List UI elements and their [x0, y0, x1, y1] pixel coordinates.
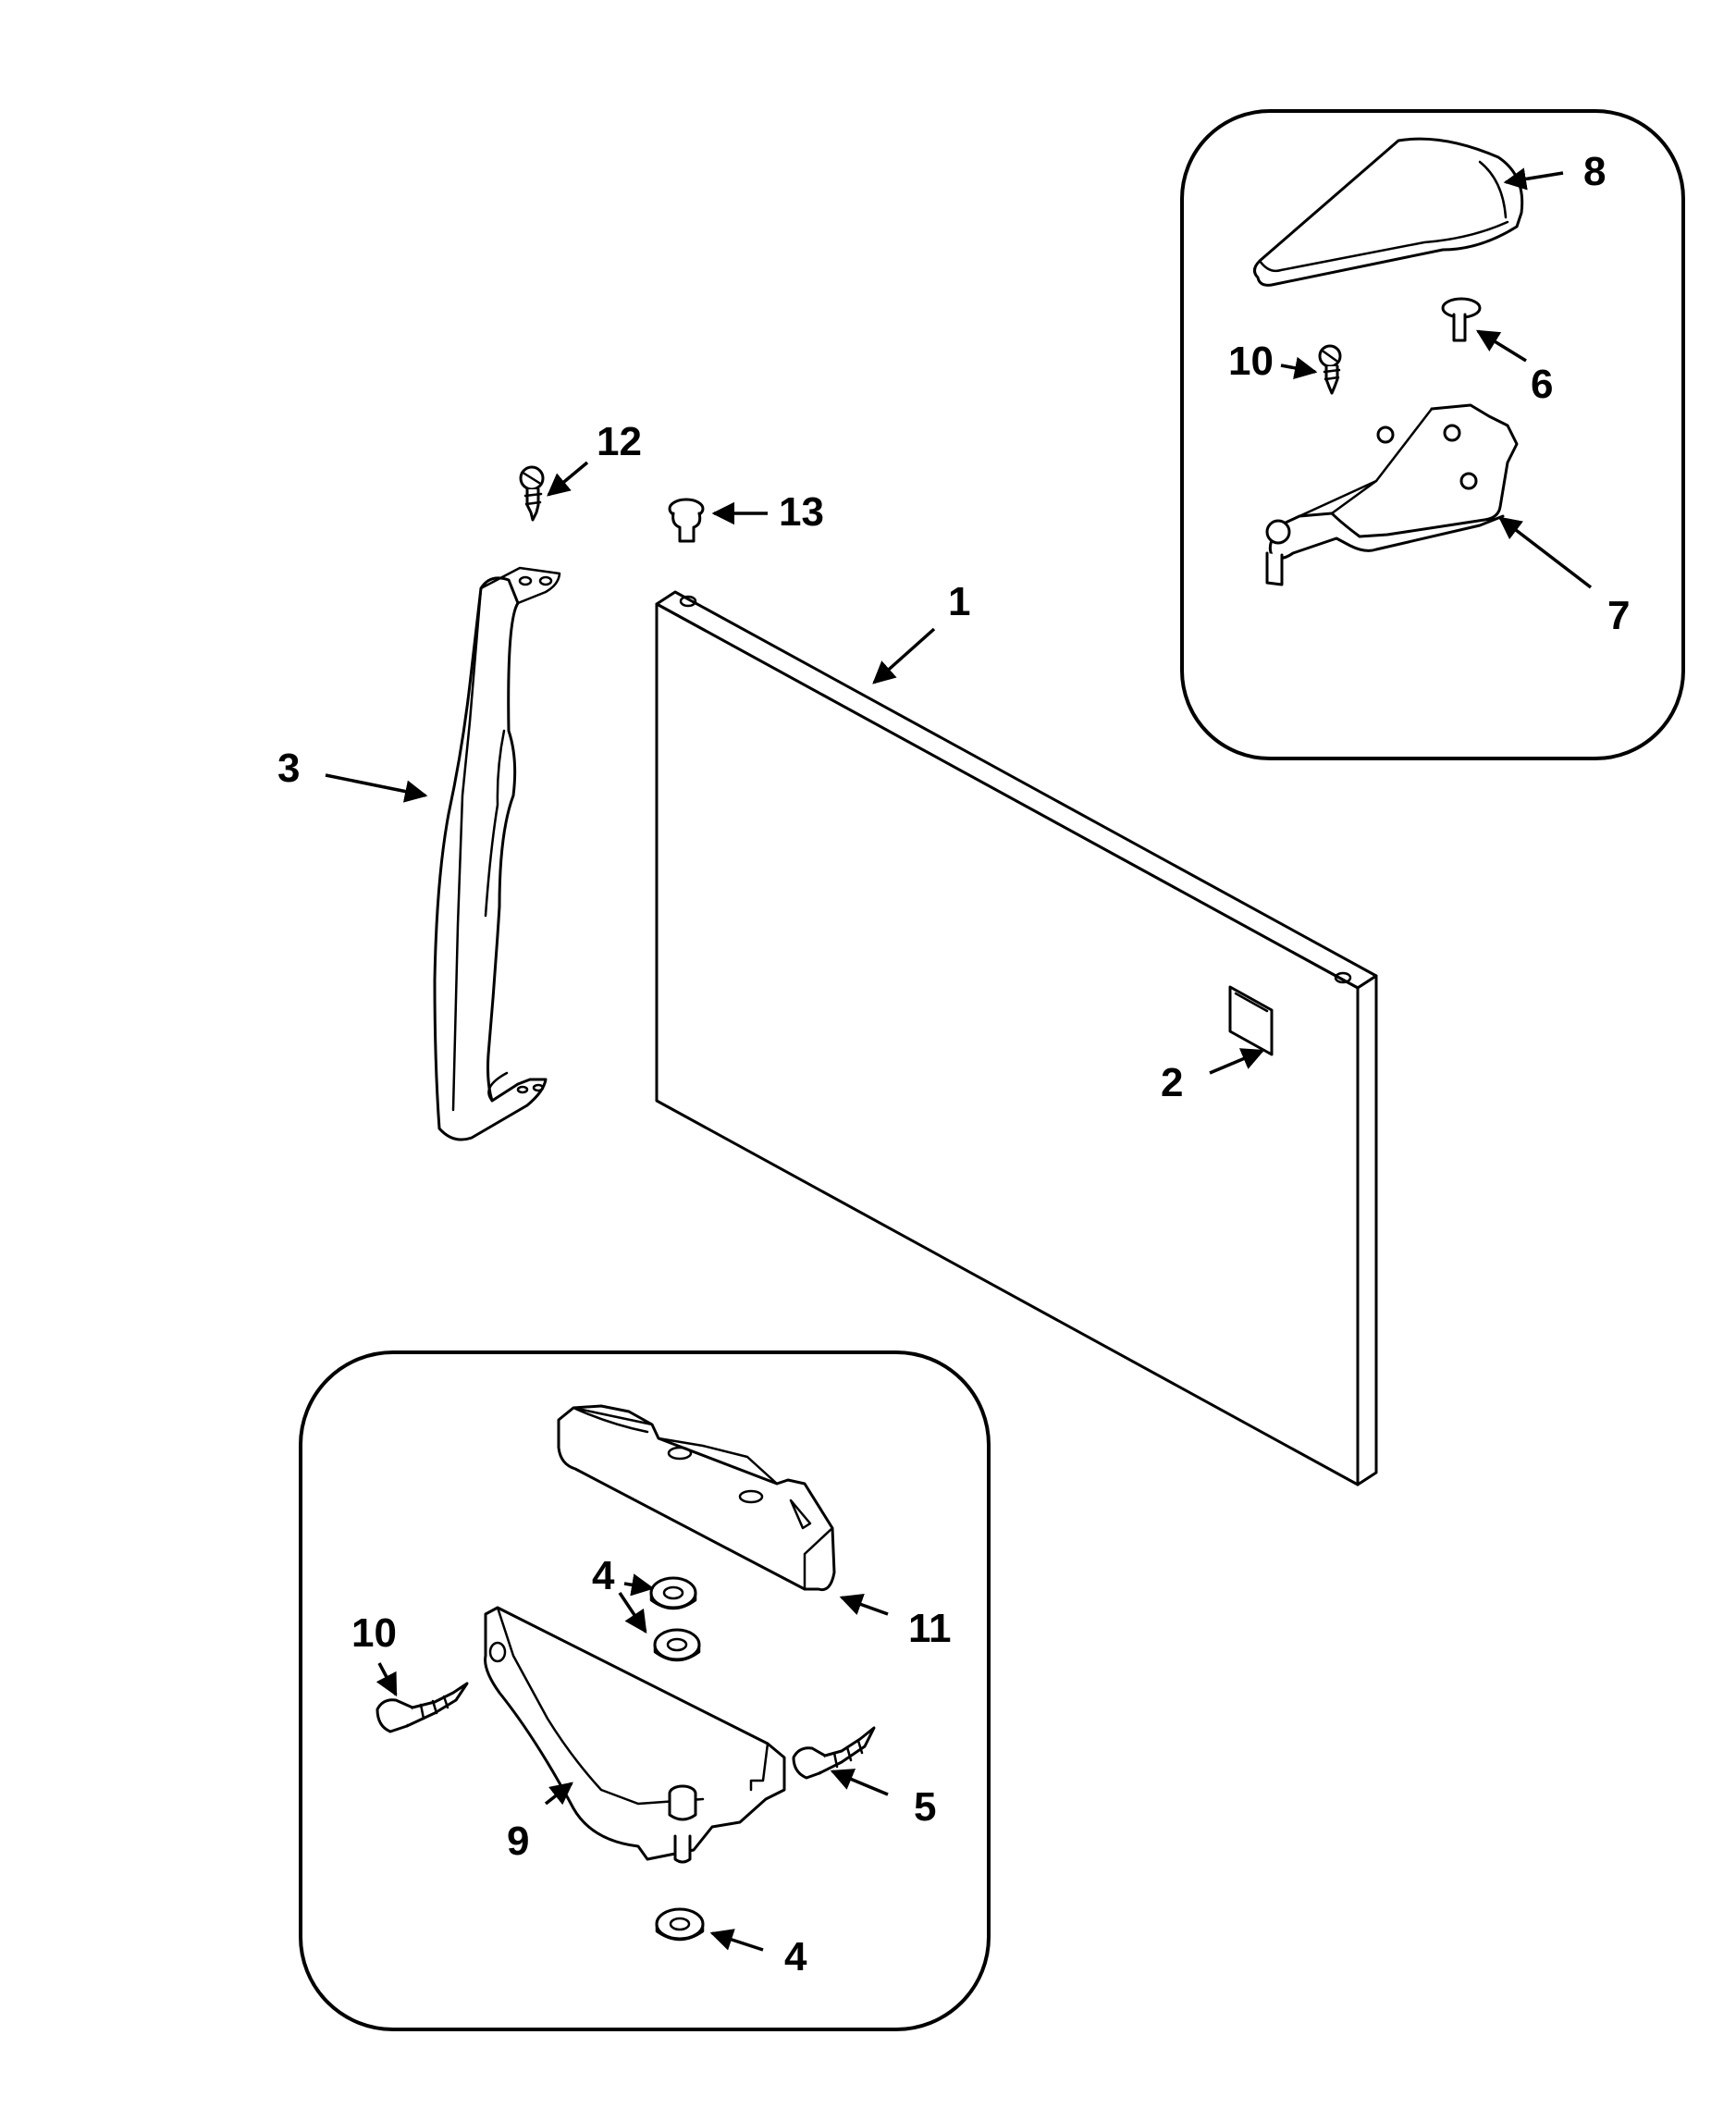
part-12-screw [519, 465, 545, 522]
part-5-screw [792, 1726, 876, 1780]
callout-11: 11 [908, 1606, 952, 1651]
leader-9 [544, 1782, 573, 1806]
leader-12 [547, 461, 589, 497]
leader-3 [325, 773, 428, 803]
leader-10-top [1280, 356, 1318, 379]
callout-4-bottom: 4 [784, 1934, 807, 1979]
part-4-washer-lower [655, 1907, 705, 1942]
callout-5: 5 [914, 1784, 936, 1830]
callout-2: 2 [1161, 1060, 1183, 1105]
callout-13: 13 [779, 489, 824, 535]
callout-8: 8 [1583, 149, 1606, 194]
part-1-door-panel [655, 590, 1378, 1486]
leader-6 [1475, 329, 1527, 363]
part-13-plug [668, 498, 705, 543]
callout-4-top: 4 [592, 1553, 615, 1598]
part-4-washers-upper [649, 1576, 701, 1662]
callout-9: 9 [507, 1819, 529, 1864]
leader-2 [1209, 1048, 1265, 1075]
leader-4-bottom [709, 1929, 764, 1952]
leader-1 [872, 627, 936, 684]
leader-4-top-b [618, 1592, 647, 1634]
leader-10-bottom [376, 1662, 398, 1697]
leader-7 [1498, 516, 1593, 589]
part-6-plug [1441, 297, 1482, 342]
part-3-door-handle [433, 566, 561, 1141]
part-2-nameplate [1228, 985, 1274, 1056]
part-10-screw-top [1318, 344, 1342, 395]
inset-bottom-left [299, 1350, 991, 2031]
callout-10-bottom: 10 [351, 1610, 397, 1656]
callout-12: 12 [597, 419, 642, 464]
leader-8 [1503, 167, 1564, 191]
callout-6: 6 [1531, 362, 1553, 407]
inset-top-right [1180, 109, 1685, 760]
callout-7: 7 [1607, 593, 1630, 638]
part-11-hinge-block [557, 1404, 836, 1592]
part-9-lower-hinge [484, 1606, 786, 1864]
leader-4-top-a [623, 1573, 655, 1597]
part-8-hinge-cover [1253, 137, 1524, 287]
callout-10-top: 10 [1228, 339, 1274, 384]
callout-3: 3 [277, 746, 300, 791]
part-7-hinge-bracket [1265, 403, 1519, 586]
callout-1: 1 [948, 579, 970, 624]
leader-5 [830, 1769, 889, 1796]
part-10-screw-bottom [376, 1682, 469, 1733]
leader-11 [839, 1593, 889, 1616]
